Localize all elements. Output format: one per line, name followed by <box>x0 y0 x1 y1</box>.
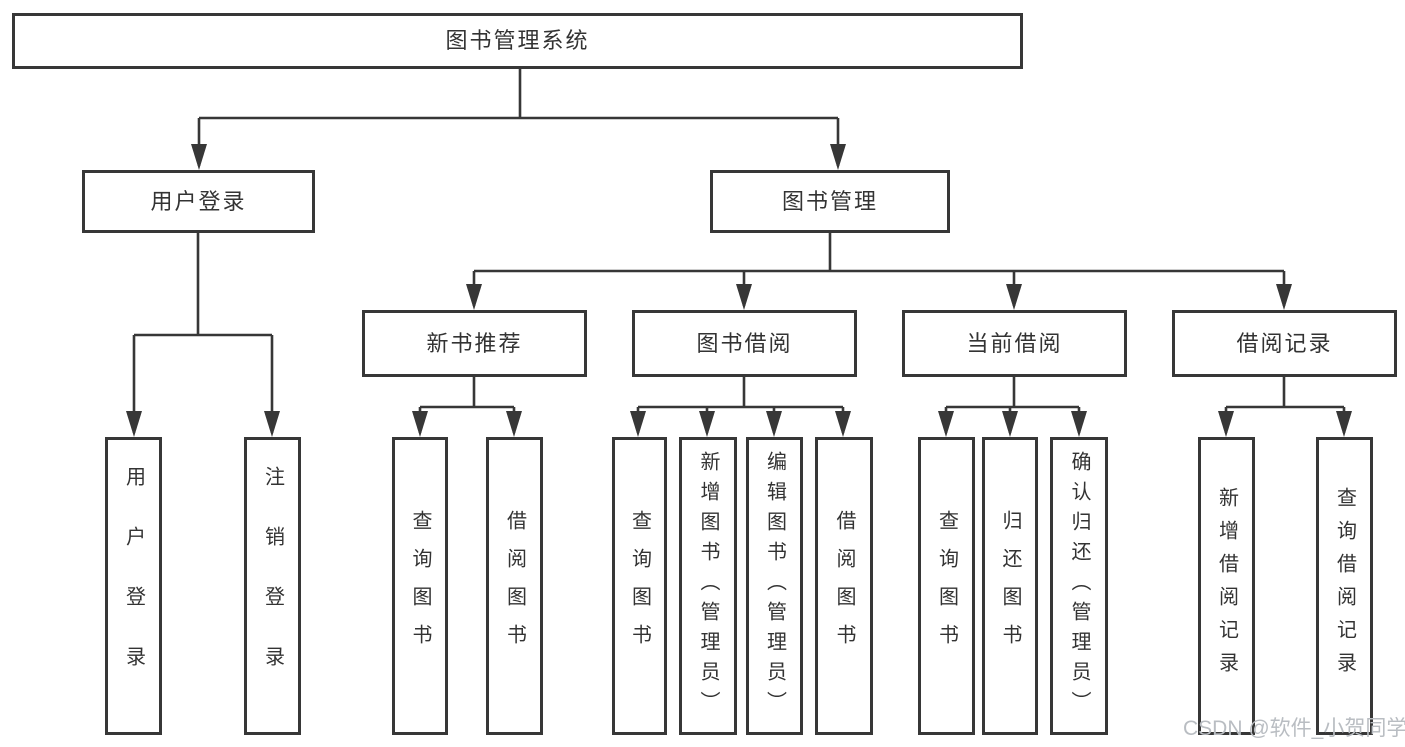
leaf-borrowing-add-books-admin: 新增图书（管理员） <box>679 437 737 735</box>
leaf-current-return-books: 归还图书 <box>982 437 1038 735</box>
node-borrowing-records: 借阅记录 <box>1172 310 1397 377</box>
leaf-newbooks-borrow-books: 借阅图书 <box>486 437 543 735</box>
node-book-borrowing: 图书借阅 <box>632 310 857 377</box>
leaf-user-login: 用户登录 <box>105 437 162 735</box>
leaf-records-add-record: 新增借阅记录 <box>1198 437 1255 735</box>
leaf-records-query-record: 查询借阅记录 <box>1316 437 1373 735</box>
watermark: CSDN @软件_小贺同学 <box>1183 717 1405 740</box>
leaf-current-confirm-return-admin: 确认归还（管理员） <box>1050 437 1108 735</box>
node-user-login: 用户登录 <box>82 170 315 233</box>
leaf-borrowing-query-books: 查询图书 <box>612 437 667 735</box>
leaf-newbooks-query-books: 查询图书 <box>392 437 448 735</box>
node-book-management: 图书管理 <box>710 170 950 233</box>
node-new-book-recommend: 新书推荐 <box>362 310 587 377</box>
node-current-borrowing: 当前借阅 <box>902 310 1127 377</box>
node-library-management-system: 图书管理系统 <box>12 13 1023 69</box>
arrowhead-icons <box>126 144 1352 437</box>
leaf-current-query-books: 查询图书 <box>918 437 975 735</box>
leaf-logout: 注销登录 <box>244 437 301 735</box>
leaf-borrowing-edit-books-admin: 编辑图书（管理员） <box>746 437 803 735</box>
leaf-borrowing-borrow-books: 借阅图书 <box>815 437 873 735</box>
